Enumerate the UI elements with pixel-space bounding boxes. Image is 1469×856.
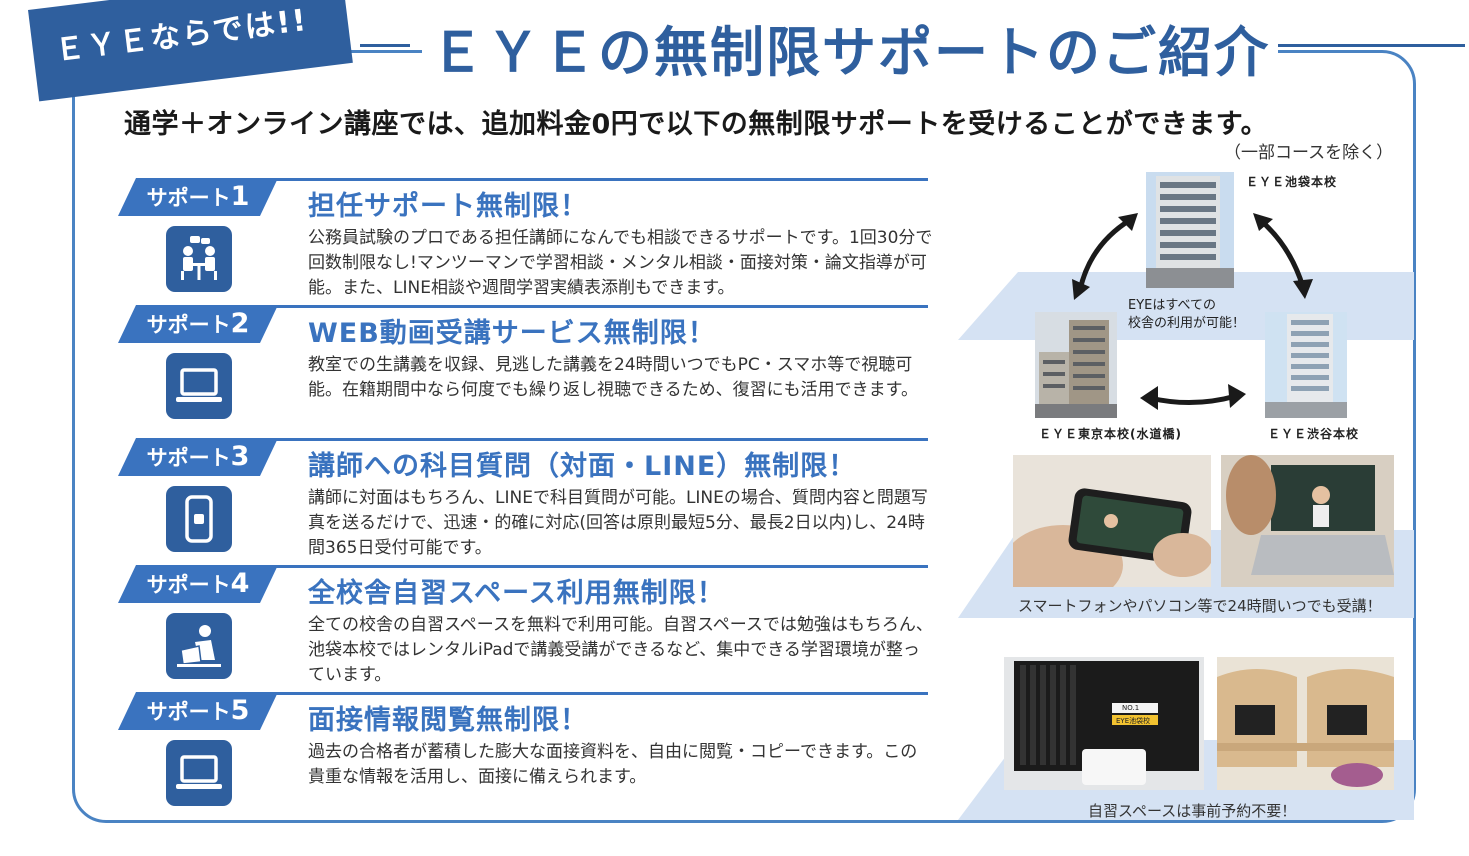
support-tag: サポート1 [118,178,278,216]
support-description: 過去の合格者が蓄積した膨大な面接資料を、自由に閲覧・コピーできます。この貴重な情… [308,742,918,787]
support-title: 面接情報閲覧無制限！ [308,705,588,736]
campus-note-line-1: EYEはすべての [1128,298,1216,313]
support-description: 教室での生講義を収録、見逃した講義を24時間いつでもPC・スマホ等で視聴可能。在… [308,355,918,400]
support-item-3: サポート3 講師への科目質問（対面・LINE）無制限！ 講師に対面はもちろん、L… [118,438,930,566]
tokyo-campus-photo [1035,312,1117,418]
laptop-icon [166,353,232,419]
support-description: 講師に対面はもちろん、LINEで科目質問が可能。LINEの場合、質問内容と問題写… [308,488,928,558]
study-caption: 自習スペースは事前予約不要！ [1088,802,1297,820]
support-title: 担任サポート無制限！ [308,191,588,222]
page-title: ＥＹＥの無制限サポートのご紹介 [422,8,1278,87]
shibuya-caption: ＥＹＥ渋谷本校 [1268,427,1360,441]
support-item-5: サポート5 面接情報閲覧無制限！ 過去の合格者が蓄積した膨大な面接資料を、自由に… [118,692,930,820]
campus-note-line-2: 校舎の利用が可能！ [1128,316,1246,331]
support-description: 公務員試験のプロである担任講師になんでも相談できるサポートです。1回30分で回数… [308,228,933,298]
page-subtitle: 通学＋オンライン講座では、追加料金0円で以下の無制限サポートを受けることができま… [124,109,1269,140]
pc-lecture-photo [1221,455,1394,587]
exception-note: （一部コースを除く） [1224,143,1394,163]
tokyo-caption: ＥＹＥ東京本校(水道橋) [1039,427,1182,441]
locker-label-school: EYE池袋校 [1116,717,1151,725]
support-title: 講師への科目質問（対面・LINE）無制限！ [308,451,857,482]
laptop-icon [166,740,232,806]
support-tag: サポート5 [118,692,278,730]
self-study-icon [166,613,232,679]
support-rule [276,178,928,181]
support-tag: サポート4 [118,565,278,603]
smartphone-icon [166,486,232,552]
double-arrow-icon [1072,213,1138,300]
smartphone-lecture-photo [1013,455,1211,587]
title-rule-left [360,44,410,47]
support-item-2: サポート2 WEB動画受講サービス無制限！ 教室での生講義を収録、見逃した講義を… [118,305,930,433]
support-title: 全校舎自習スペース利用無制限！ [308,578,725,609]
people-consultation-icon [166,226,232,292]
support-rule [276,565,928,568]
support-description: 全ての校舎の自習スペースを無料で利用可能。自習スペースでは勉強はもちろん、池袋本… [308,615,933,685]
double-arrow-icon [1253,213,1313,299]
double-arrow-icon [1140,384,1246,410]
ikebukuro-caption: ＥＹＥ池袋本校 [1246,175,1338,189]
support-rule [276,305,928,308]
locker-label-number: NO.1 [1122,704,1140,712]
online-caption: スマートフォンやパソコン等で24時間いつでも受講！ [1018,597,1382,615]
support-rule [276,438,928,441]
ipad-locker-photo: NO.1 EYE池袋校 [1004,657,1204,790]
support-tag: サポート3 [118,438,278,476]
support-tag: サポート2 [118,305,278,343]
support-title: WEB動画受講サービス無制限！ [308,318,716,349]
support-rule [276,692,928,695]
shibuya-campus-photo [1265,312,1347,418]
support-item-1: サポート1 担任サポート無制限！ 公務員試験のプロである担任講師になんでも相談で… [118,178,933,306]
support-item-4: サポート4 全校舎自習スペース利用無制限！ 全ての校舎の自習スペースを無料で利用… [118,565,933,693]
ikebukuro-campus-photo [1146,172,1234,288]
title-area: ＥＹＥの無制限サポートのご紹介 [360,8,1465,87]
study-booth-photo [1217,657,1394,790]
title-rule-right [1265,44,1465,47]
